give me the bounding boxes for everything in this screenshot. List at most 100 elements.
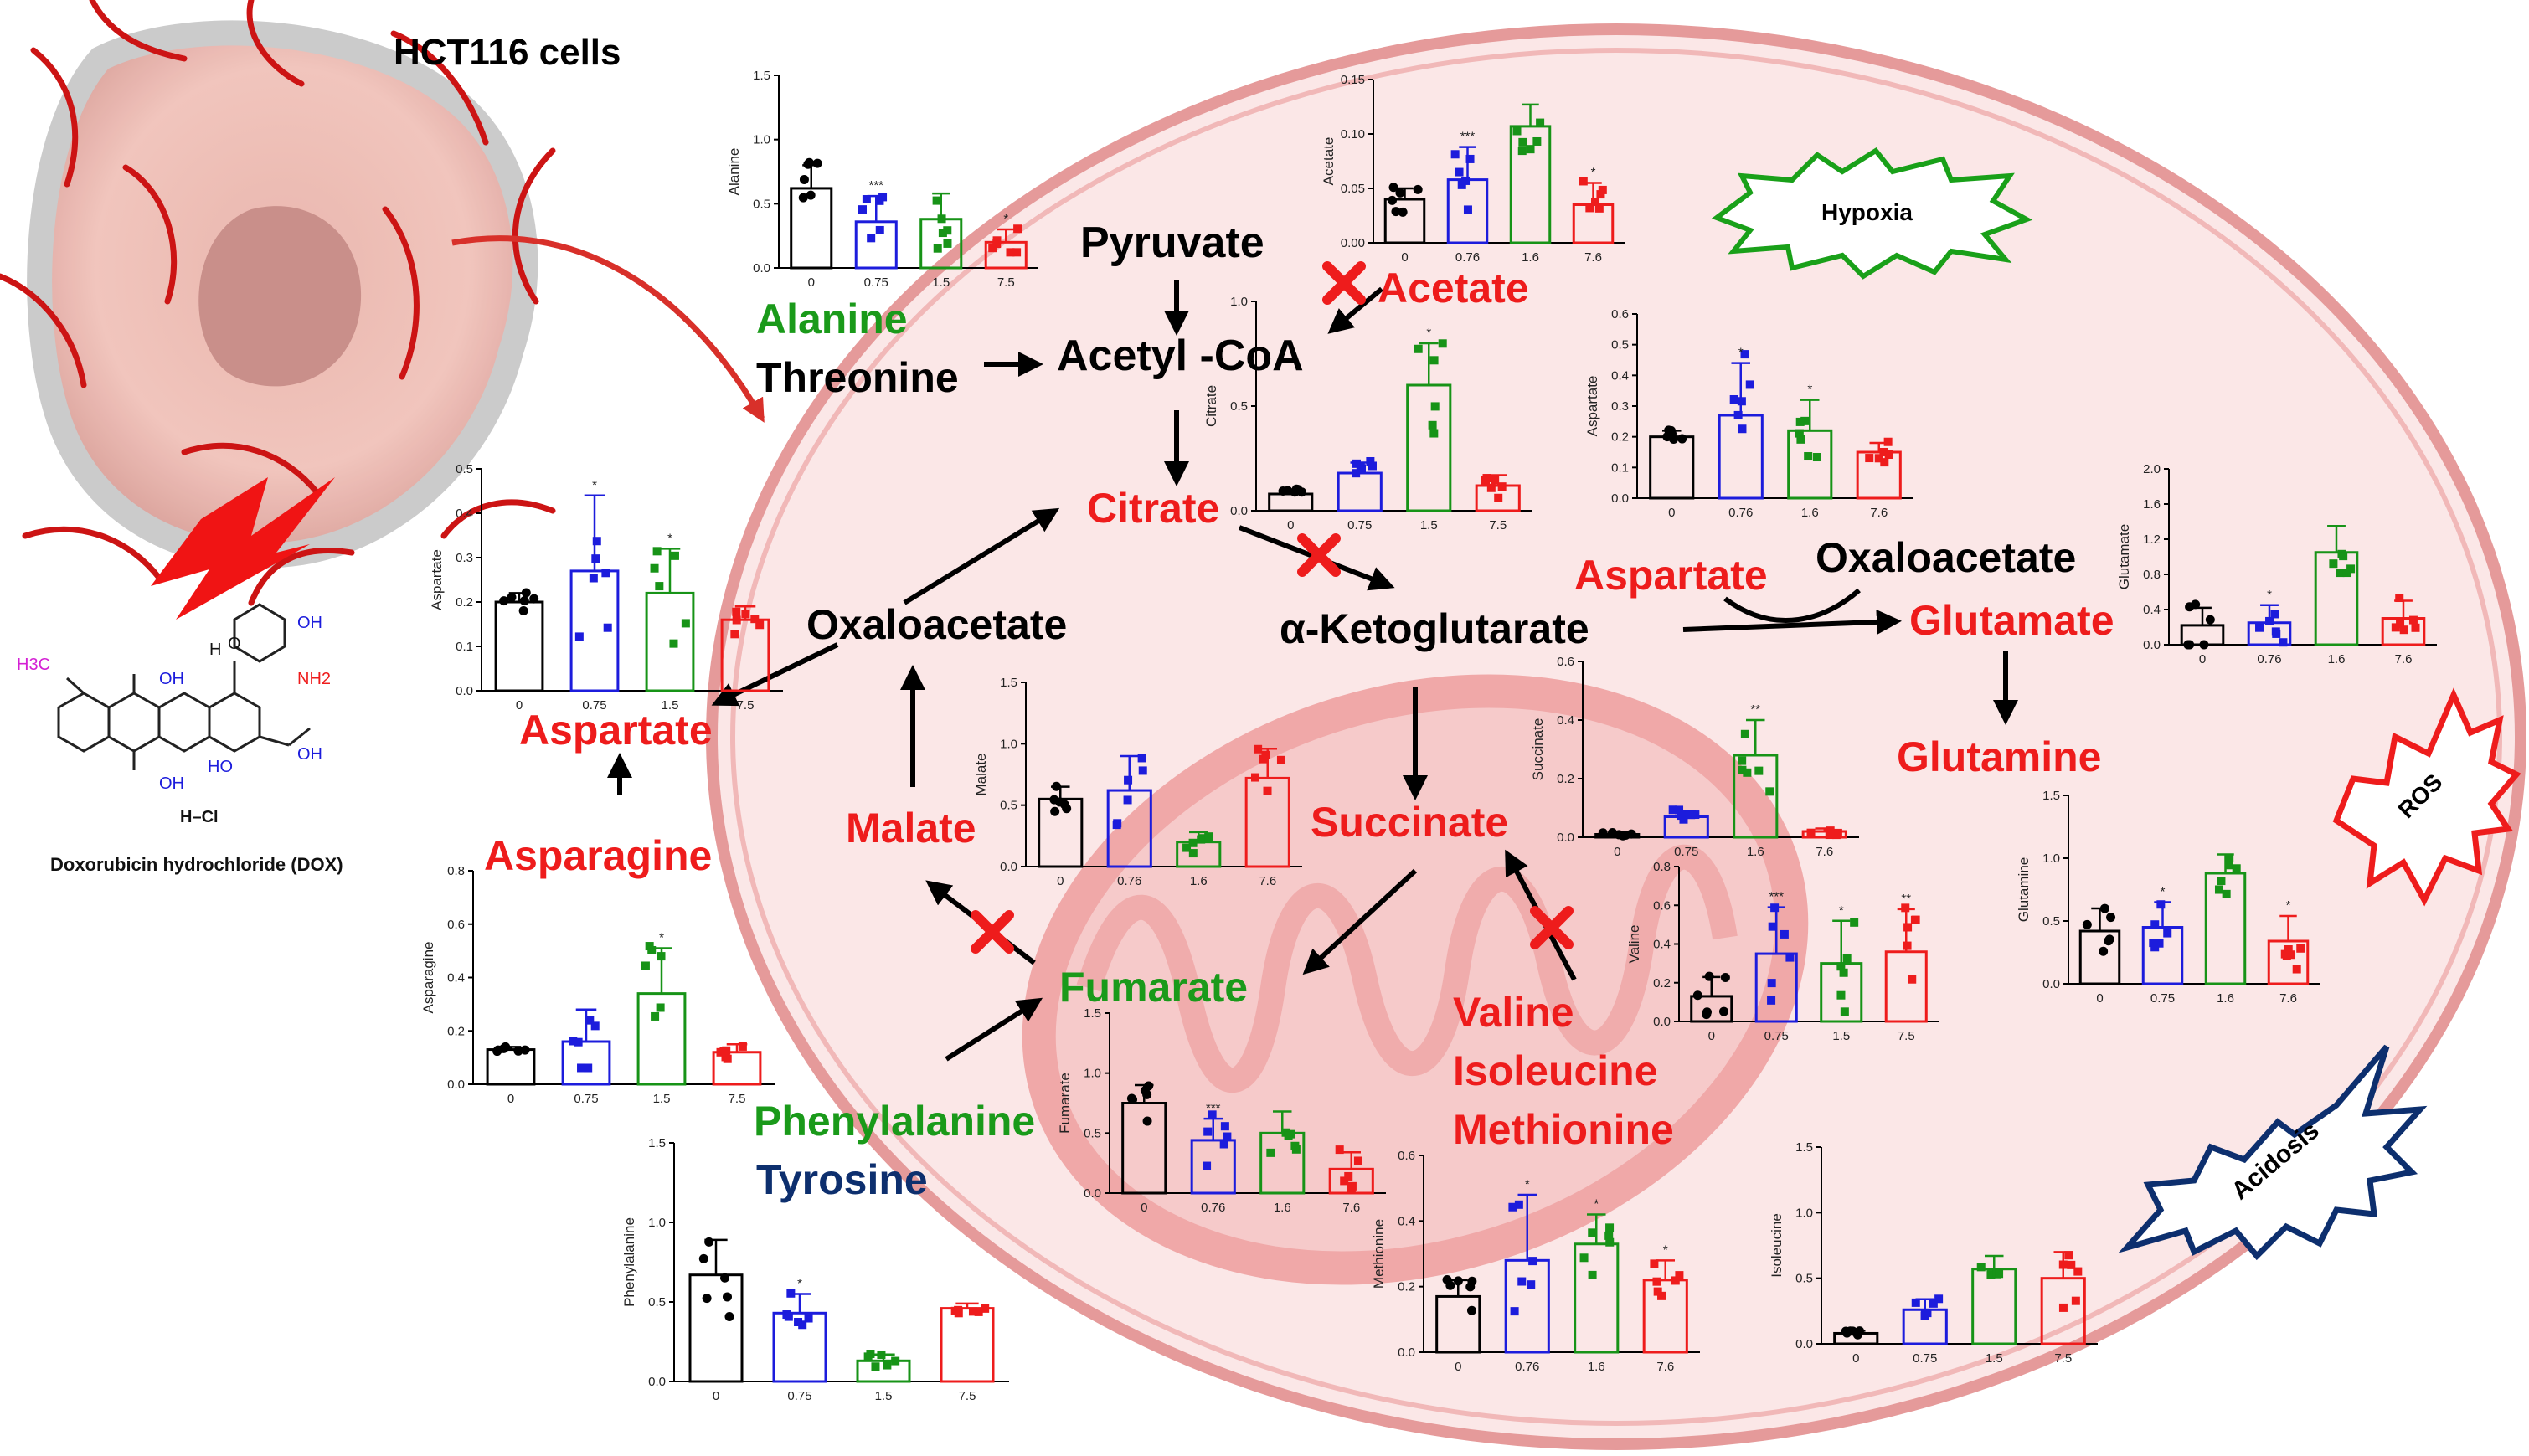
data-point — [1883, 437, 1893, 446]
data-point — [1804, 452, 1813, 461]
data-point — [782, 1310, 791, 1320]
data-point — [1740, 350, 1749, 359]
data-point — [1675, 1271, 1684, 1280]
data-point — [1254, 744, 1263, 754]
dox-nh2: NH2 — [297, 670, 332, 688]
data-point — [2395, 594, 2404, 603]
x-tick-label: 1.5 — [662, 698, 679, 713]
data-point — [2150, 920, 2160, 929]
data-point — [988, 244, 997, 253]
data-point — [1903, 923, 1913, 932]
data-point — [2150, 943, 2160, 952]
data-point — [1594, 203, 1604, 213]
inhibition-marks — [971, 261, 1574, 954]
data-point — [2199, 640, 2209, 650]
y-tick-label: 0.5 — [456, 462, 473, 476]
significance-star: * — [797, 1277, 802, 1291]
data-point — [1517, 1277, 1527, 1286]
data-point — [1767, 979, 1776, 988]
data-point — [1050, 806, 1060, 816]
data-point — [806, 190, 816, 200]
y-axis-label: Phenylalanine — [621, 1217, 637, 1307]
y-tick-label: 0.0 — [1795, 1337, 1813, 1351]
data-point — [954, 1305, 963, 1315]
cells-title: HCT116 cells — [394, 32, 621, 73]
data-point — [1429, 429, 1439, 438]
data-point — [1579, 1253, 1589, 1263]
bar — [940, 1307, 995, 1383]
bar — [712, 1051, 762, 1086]
data-point — [1219, 1140, 1228, 1149]
data-point — [1847, 1326, 1857, 1336]
data-point — [1512, 126, 1522, 136]
data-point — [499, 596, 509, 606]
data-point — [2149, 939, 2158, 948]
data-point — [1745, 380, 1754, 389]
data-point — [1840, 1007, 1849, 1016]
x-tick-label: 1.6 — [2328, 652, 2346, 666]
data-point — [1413, 184, 1423, 194]
x-tick-label: 7.5 — [1489, 518, 1507, 532]
data-point — [1850, 918, 1859, 927]
data-point — [2224, 861, 2233, 870]
data-point — [1536, 118, 1545, 127]
significance-star: * — [1807, 383, 1812, 397]
data-point — [1518, 137, 1527, 147]
x-tick-label: 1.6 — [1588, 1360, 1605, 1374]
data-point — [1657, 1291, 1666, 1300]
dox-o: O — [228, 635, 241, 653]
data-point — [1738, 756, 1747, 765]
data-point — [1767, 996, 1776, 1005]
data-point — [2082, 919, 2092, 929]
data-point — [1768, 922, 1777, 931]
data-point — [804, 157, 814, 167]
data-point — [1113, 819, 1122, 828]
x-tick-label: 0.76 — [1201, 1201, 1225, 1215]
data-point — [1585, 203, 1594, 213]
data-point — [1605, 1237, 1615, 1247]
data-point — [1049, 795, 1059, 805]
y-tick-label: 1.0 — [648, 1216, 666, 1230]
y-tick-label: 0.1 — [456, 640, 473, 654]
label-alanine: Alanine — [756, 296, 908, 342]
data-point — [1836, 990, 1846, 1000]
data-point — [1429, 356, 1439, 365]
inhibition-x-acetate — [1322, 261, 1366, 305]
data-point — [590, 1021, 600, 1031]
data-point — [650, 563, 659, 573]
data-point — [1692, 990, 1702, 1001]
data-point — [1666, 429, 1677, 439]
y-axis-label: Malate — [973, 753, 989, 795]
y-axis-label: Fumarate — [1057, 1073, 1073, 1134]
y-tick-label: 0.2 — [456, 595, 473, 610]
data-point — [1203, 1161, 1212, 1170]
data-point — [657, 952, 666, 961]
data-point — [1704, 971, 1714, 981]
y-tick-label: 1.0 — [2042, 851, 2060, 866]
y-tick-label: 1.0 — [1000, 737, 1017, 751]
data-point — [1204, 832, 1213, 841]
data-point — [1795, 417, 1805, 426]
y-tick-label: 0.5 — [1084, 1126, 1101, 1140]
data-point — [656, 1003, 665, 1012]
data-point — [2205, 615, 2215, 625]
dox-ho: HO — [208, 758, 233, 776]
significance-star: * — [1839, 903, 1844, 918]
data-point — [732, 607, 741, 616]
data-point — [1123, 795, 1132, 805]
data-point — [1687, 810, 1696, 820]
data-point — [1481, 476, 1490, 485]
x-tick-label: 0.75 — [787, 1389, 811, 1403]
data-point — [2286, 950, 2295, 960]
y-tick-label: 0.6 — [1611, 307, 1629, 322]
data-point — [1785, 953, 1795, 962]
y-tick-label: 0.0 — [2143, 638, 2161, 652]
data-point — [2099, 903, 2109, 913]
data-point — [1588, 1270, 1597, 1279]
data-point — [883, 1361, 892, 1370]
data-point — [1340, 1176, 1349, 1186]
significance-star: * — [1525, 1177, 1530, 1191]
data-point — [521, 588, 531, 598]
